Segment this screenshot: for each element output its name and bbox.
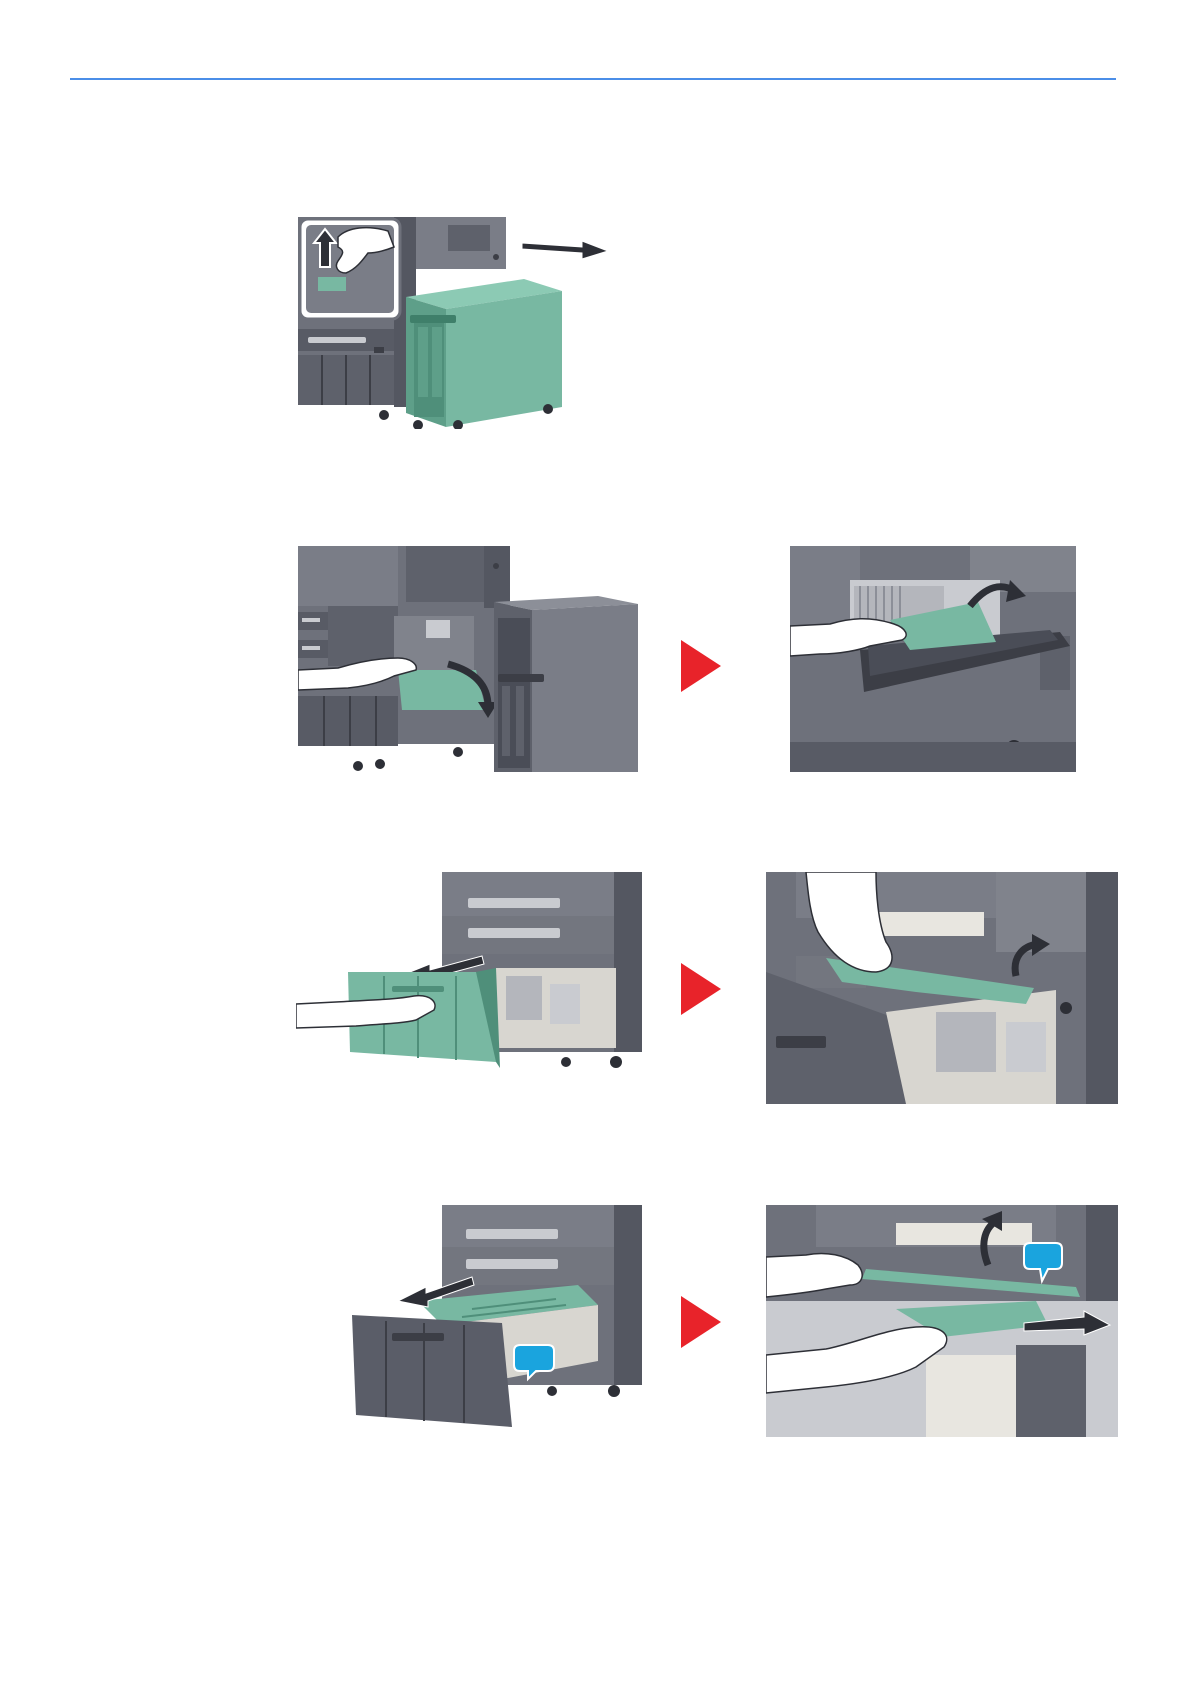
header-rule: [70, 78, 1116, 80]
step3a-illustration: [296, 872, 642, 1084]
step2-next-arrow: [681, 640, 721, 692]
step1-illustration: [298, 217, 634, 429]
step4a-illustration: [352, 1205, 642, 1427]
step3-next-arrow: [681, 963, 721, 1015]
step3b-illustration: [766, 872, 1118, 1104]
step2b-illustration: [790, 546, 1076, 772]
step4-next-arrow: [681, 1296, 721, 1348]
step4b-illustration: [766, 1205, 1118, 1437]
step2a-illustration: [298, 546, 638, 772]
